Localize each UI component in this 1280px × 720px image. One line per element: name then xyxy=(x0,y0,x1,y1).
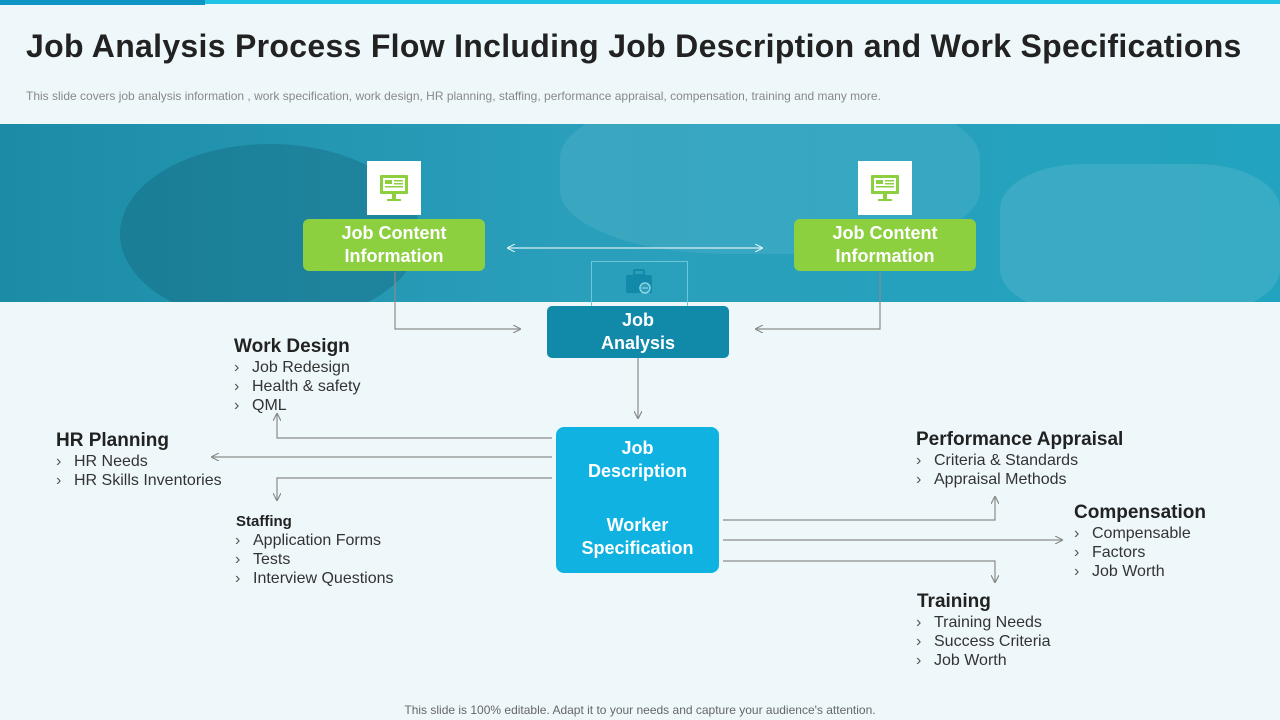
performance-appraisal-list: Criteria & Standards Appraisal Methods xyxy=(916,451,1078,489)
analysis-icon-frame xyxy=(591,261,688,308)
hr-planning-title: HR Planning xyxy=(56,430,169,451)
list-item: QML xyxy=(234,396,361,415)
job-analysis-label: Job Analysis xyxy=(600,310,676,353)
work-design-list: Job Redesign Health & safety QML xyxy=(234,358,361,415)
training-title: Training xyxy=(917,591,991,612)
work-design-title: Work Design xyxy=(234,336,350,357)
list-item: Interview Questions xyxy=(235,569,394,588)
list-item: Factors xyxy=(1074,543,1191,562)
list-item: HR Needs xyxy=(56,452,222,471)
slide-subtitle: This slide covers job analysis informati… xyxy=(26,89,881,103)
job-content-info-left: Job Content Information xyxy=(303,219,485,271)
list-item: Job Worth xyxy=(916,651,1050,670)
list-item: HR Skills Inventories xyxy=(56,471,222,490)
list-item: Health & safety xyxy=(234,377,361,396)
list-item: Success Criteria xyxy=(916,632,1050,651)
job-content-info-right: Job Content Information xyxy=(794,219,976,271)
job-analysis-node: Job Analysis xyxy=(547,306,729,358)
list-item: Job Worth xyxy=(1074,562,1191,581)
list-item: Job Redesign xyxy=(234,358,361,377)
computer-monitor-icon xyxy=(367,161,421,215)
compensation-list: Compensable Factors Job Worth xyxy=(1074,524,1191,581)
hr-planning-list: HR Needs HR Skills Inventories xyxy=(56,452,222,490)
top-accent-bar xyxy=(0,0,1280,5)
list-item: Criteria & Standards xyxy=(916,451,1078,470)
performance-appraisal-title: Performance Appraisal xyxy=(916,429,1124,450)
briefcase-icon xyxy=(623,267,655,302)
list-item: Tests xyxy=(235,550,394,569)
list-item: Compensable xyxy=(1074,524,1191,543)
staffing-title: Staffing xyxy=(236,513,292,530)
training-list: Training Needs Success Criteria Job Wort… xyxy=(916,613,1050,670)
slide-title: Job Analysis Process Flow Including Job … xyxy=(26,28,1242,64)
job-description-node: Job Description Worker Specification xyxy=(556,427,719,573)
list-item: Appraisal Methods xyxy=(916,470,1078,489)
slide-footer: This slide is 100% editable. Adapt it to… xyxy=(404,703,876,717)
worker-specification-label: Worker Specification xyxy=(581,515,694,558)
staffing-list: Application Forms Tests Interview Questi… xyxy=(235,531,394,588)
top-accent-segment xyxy=(0,0,205,5)
list-item: Training Needs xyxy=(916,613,1050,632)
list-item: Application Forms xyxy=(235,531,394,550)
job-description-label: Job Description xyxy=(587,438,688,481)
computer-monitor-icon xyxy=(858,161,912,215)
compensation-title: Compensation xyxy=(1074,502,1206,523)
